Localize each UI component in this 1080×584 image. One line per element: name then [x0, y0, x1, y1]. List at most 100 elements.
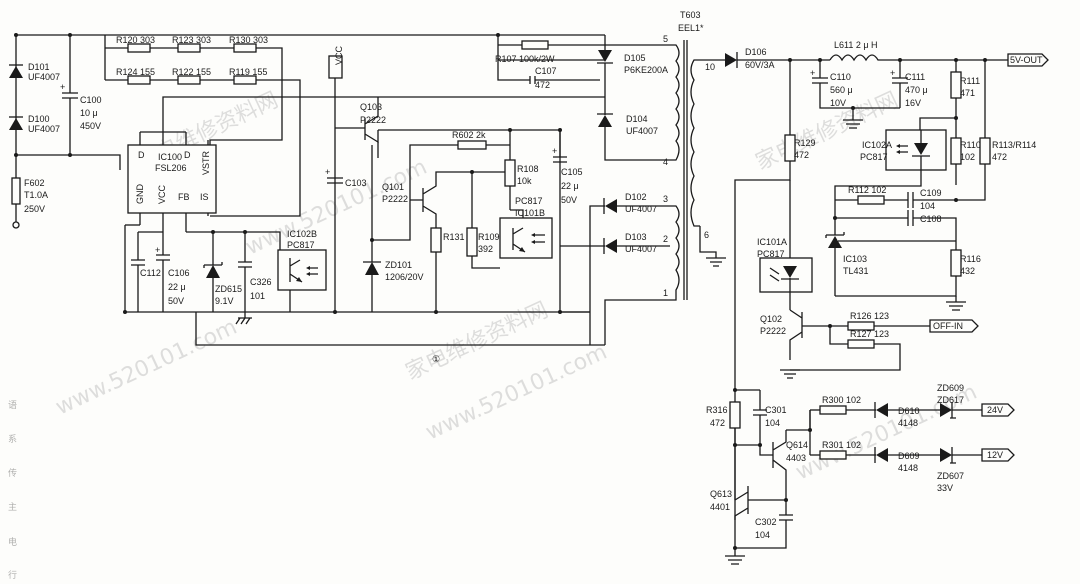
svg-text:FB: FB	[178, 192, 190, 202]
margin-char: 传	[8, 467, 17, 478]
svg-text:R124 155: R124 155	[116, 67, 155, 77]
margin-fragments: 语 系 传 主 电 行	[8, 400, 17, 580]
svg-text:D103: D103	[625, 232, 647, 242]
error-amp-section: R602 2k Q101 P2222 R131 R109 392 R108 10…	[382, 130, 590, 314]
diode-d101: D101 UF4007	[9, 62, 60, 82]
svg-text:C107: C107	[535, 66, 557, 76]
svg-text:+: +	[890, 68, 895, 78]
svg-text:104: 104	[765, 418, 780, 428]
svg-text:4403: 4403	[786, 453, 806, 463]
optocoupler-ic102b: IC102B PC817	[277, 229, 327, 291]
svg-text:IC101A: IC101A	[757, 237, 787, 247]
svg-text:R112 102: R112 102	[848, 185, 886, 195]
standby-section: R129 472 IC101A PC817 Q102 P2222 R126 12…	[734, 60, 979, 520]
svg-text:4148: 4148	[898, 418, 918, 428]
svg-text:50V: 50V	[168, 296, 184, 306]
transistor-q103: Q103 P2222	[335, 97, 386, 158]
ic100-periphery: C112 + C106 22 μ 50V ZD615 9.1V C326 101	[123, 224, 605, 346]
ic100-fsl206: IC100 FSL206 D D D VSTR GND VCC FB IS	[127, 96, 605, 232]
watermark-text: 家电维修资料网	[752, 88, 902, 176]
svg-text:450V: 450V	[80, 121, 101, 131]
svg-text:472: 472	[710, 418, 725, 428]
svg-text:10 μ: 10 μ	[80, 108, 98, 118]
svg-text:IC102B: IC102B	[287, 229, 317, 239]
svg-text:R129: R129	[794, 138, 816, 148]
svg-text:T603: T603	[680, 10, 701, 20]
margin-char: 系	[8, 434, 17, 444]
svg-text:472: 472	[992, 152, 1007, 162]
resistor-r602	[457, 140, 487, 150]
svg-text:+: +	[325, 167, 330, 177]
svg-text:GND: GND	[135, 184, 145, 205]
svg-text:R127 123: R127 123	[850, 329, 889, 339]
svg-text:D101: D101	[28, 62, 50, 72]
margin-char: 语	[8, 400, 17, 410]
svg-text:L611 2 μ H: L611 2 μ H	[834, 40, 878, 50]
svg-text:ZD609: ZD609	[937, 383, 964, 393]
optocoupler-ic102a: IC102A PC817	[860, 129, 947, 171]
svg-text:Q613: Q613	[710, 489, 732, 499]
svg-text:IC101B: IC101B	[515, 208, 545, 218]
svg-text:471: 471	[960, 88, 975, 98]
off-in-port	[929, 319, 979, 333]
svg-text:P2222: P2222	[382, 194, 408, 204]
svg-text:Q102: Q102	[760, 314, 782, 324]
svg-text:D: D	[184, 150, 191, 160]
svg-text:2: 2	[663, 234, 668, 244]
resistor-r123	[177, 43, 201, 53]
output-switch-section: R316 472 C301 104 Q614 4403 R300 102 D61…	[706, 383, 1015, 565]
svg-text:T1.0A: T1.0A	[24, 190, 48, 200]
resistor-r127	[847, 339, 875, 349]
svg-text:D106: D106	[745, 47, 767, 57]
svg-text:50V: 50V	[561, 195, 577, 205]
resistor-r112	[857, 195, 885, 205]
optocoupler-ic101a: IC101A PC817	[757, 237, 813, 293]
svg-text:UF4007: UF4007	[625, 244, 657, 254]
svg-text:Q614: Q614	[786, 440, 808, 450]
diode-d100: D100 UF4007	[9, 114, 60, 134]
24v-port	[981, 403, 1015, 417]
svg-text:C112: C112	[140, 268, 161, 278]
svg-text:C326: C326	[250, 277, 272, 287]
svg-text:ZD101: ZD101	[385, 260, 412, 270]
svg-text:R126 123: R126 123	[850, 311, 889, 321]
svg-text:D: D	[138, 150, 145, 160]
svg-text:P2222: P2222	[760, 326, 786, 336]
svg-text:FSL206: FSL206	[155, 163, 187, 173]
secondary-5v-section: D106 60V/3A L611 2 μ H 5V-OUT + C110 560…	[700, 40, 1049, 311]
svg-text:R300 102: R300 102	[822, 395, 861, 405]
svg-text:R602 2k: R602 2k	[452, 130, 486, 140]
svg-text:PC817: PC817	[860, 152, 888, 162]
12v-port	[981, 448, 1015, 462]
svg-text:R120 303: R120 303	[116, 35, 155, 45]
svg-text:C109: C109	[920, 188, 942, 198]
svg-text:C105: C105	[561, 167, 583, 177]
svg-text:1: 1	[663, 288, 668, 298]
svg-text:R316: R316	[706, 405, 728, 415]
startup-resistors: R120 303 R123 303 R130 303 R124 155 R122…	[104, 35, 301, 217]
svg-text:VSTR: VSTR	[201, 150, 211, 175]
fuse-f602: F602 T1.0A 250V	[11, 160, 48, 229]
aux-diodes: D102 UF4007 D103 UF4007	[560, 192, 670, 345]
svg-text:IS: IS	[200, 192, 209, 202]
svg-text:R119 155: R119 155	[229, 67, 267, 77]
5v-out-port	[1007, 53, 1049, 67]
svg-text:104: 104	[920, 201, 935, 211]
svg-text:10V: 10V	[830, 98, 846, 108]
svg-text:R108: R108	[517, 164, 539, 174]
svg-text:TL431: TL431	[843, 266, 869, 276]
svg-text:C108: C108	[920, 214, 942, 224]
margin-char: 电	[8, 536, 17, 547]
svg-text:+: +	[155, 245, 160, 255]
svg-text:R110: R110	[960, 140, 981, 150]
svg-text:UF4007: UF4007	[28, 124, 60, 134]
svg-text:PC817: PC817	[515, 196, 543, 206]
svg-text:60V/3A: 60V/3A	[745, 60, 775, 70]
transistor-q614: Q614 4403	[759, 430, 808, 500]
optocoupler-ic101b: PC817 IC101B	[499, 196, 553, 259]
svg-text:D100: D100	[28, 114, 50, 124]
svg-text:C301: C301	[765, 405, 787, 415]
svg-text:P2222: P2222	[360, 115, 386, 125]
transistor-q613: Q613 4401	[710, 445, 786, 548]
